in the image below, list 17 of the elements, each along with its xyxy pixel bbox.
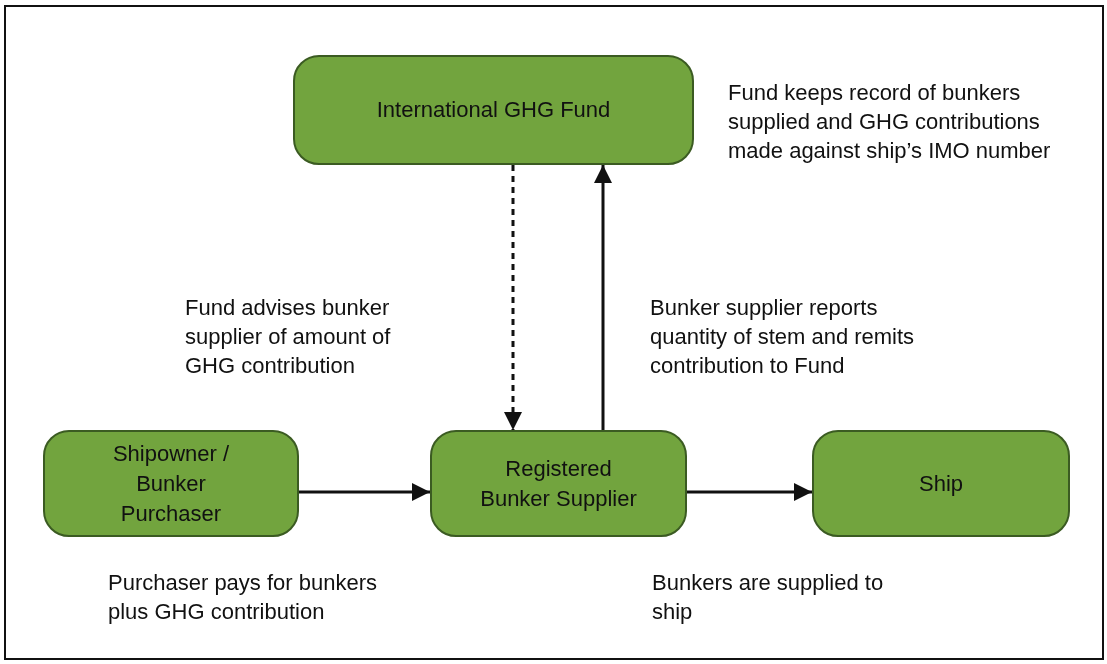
arrow: [299, 483, 430, 501]
note-text: Fund keeps record of bunkers supplied and GHG contributions made against ship’s IMO number: [728, 79, 1052, 165]
box-label: International GHG Fund: [376, 96, 611, 124]
arrow: [687, 483, 812, 501]
box-label: Shipowner / Bunker Purchaser: [111, 439, 231, 528]
arrow: [504, 165, 522, 430]
process-box: [43, 430, 299, 537]
process-box: [430, 430, 687, 537]
note-text: Bunkers are supplied to ship: [652, 569, 885, 626]
arrow: [594, 165, 612, 430]
process-box: [812, 430, 1070, 537]
note-text: Bunker supplier reports quantity of stem and remits contribution to Fund: [650, 294, 916, 380]
process-box: [293, 55, 694, 165]
box-label: Registered Bunker Supplier: [479, 454, 638, 513]
note-text: Purchaser pays for bunkers plus GHG contribution: [108, 569, 379, 626]
note-text: Fund advises bunker supplier of amount of GHG contribution: [185, 294, 392, 380]
box-label: Ship: [918, 469, 963, 498]
